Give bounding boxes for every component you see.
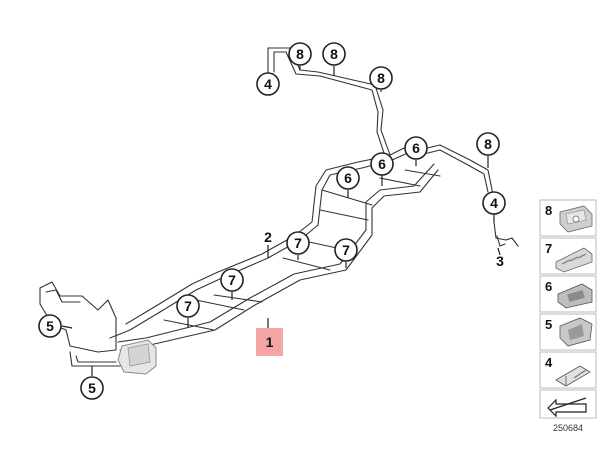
svg-text:7: 7	[294, 235, 302, 251]
legend-panel: 8 7 6 5	[539, 199, 597, 433]
svg-text:8: 8	[545, 203, 552, 218]
leader-lines	[61, 66, 501, 376]
part-1-highlight: 1	[256, 328, 283, 356]
callout-7-c: 7	[220, 268, 244, 292]
callout-8-d: 8	[476, 132, 500, 156]
svg-text:6: 6	[344, 170, 352, 186]
svg-text:7: 7	[184, 298, 192, 314]
callout-8-b: 8	[322, 42, 346, 66]
legend-item-5: 5	[539, 313, 597, 351]
legend-item-6: 6	[539, 275, 597, 313]
svg-text:6: 6	[412, 140, 420, 156]
callout-7-d: 7	[176, 294, 200, 318]
legend-item-4: 4	[539, 351, 597, 389]
legend-footer	[539, 389, 597, 419]
clip-5-icon	[559, 317, 593, 347]
part-3-label: 3	[496, 253, 504, 269]
svg-text:5: 5	[46, 318, 54, 334]
svg-text:8: 8	[296, 46, 304, 62]
svg-text:4: 4	[490, 195, 498, 211]
legend-item-7: 7	[539, 237, 597, 275]
callout-6-a: 6	[404, 136, 428, 160]
svg-text:8: 8	[484, 136, 492, 152]
svg-text:8: 8	[330, 46, 338, 62]
callout-5-a: 5	[38, 314, 62, 338]
part-1-highlight-box	[256, 328, 283, 356]
part-2-label: 2	[264, 229, 272, 245]
callout-5-b: 5	[80, 376, 104, 400]
legend-item-8: 8	[539, 199, 597, 237]
svg-text:6: 6	[378, 156, 386, 172]
callout-8-a: 8	[288, 42, 312, 66]
svg-text:1: 1	[266, 334, 274, 350]
callout-7-b: 7	[334, 238, 358, 262]
svg-text:7: 7	[545, 241, 552, 256]
callout-8-c: 8	[369, 66, 393, 90]
fuel-line-assembly	[39, 47, 519, 375]
svg-text:7: 7	[342, 242, 350, 258]
callout-6-c: 6	[336, 166, 360, 190]
arrow-icon	[547, 397, 587, 418]
callout-4-top: 4	[256, 72, 280, 96]
clip-8-icon	[559, 205, 593, 233]
svg-text:5: 5	[88, 380, 96, 396]
callout-4-right: 4	[482, 191, 506, 215]
svg-text:5: 5	[545, 317, 552, 332]
svg-text:8: 8	[377, 70, 385, 86]
svg-text:7: 7	[228, 272, 236, 288]
clip-7-icon	[555, 247, 593, 273]
svg-text:6: 6	[545, 279, 552, 294]
svg-text:4: 4	[545, 355, 553, 370]
callout-7-a: 7	[286, 231, 310, 255]
diagram-id: 250684	[553, 423, 583, 433]
callout-6-b: 6	[370, 152, 394, 176]
svg-text:4: 4	[264, 76, 272, 92]
clip-6-icon	[557, 283, 593, 309]
bracket-4-icon	[555, 365, 591, 387]
